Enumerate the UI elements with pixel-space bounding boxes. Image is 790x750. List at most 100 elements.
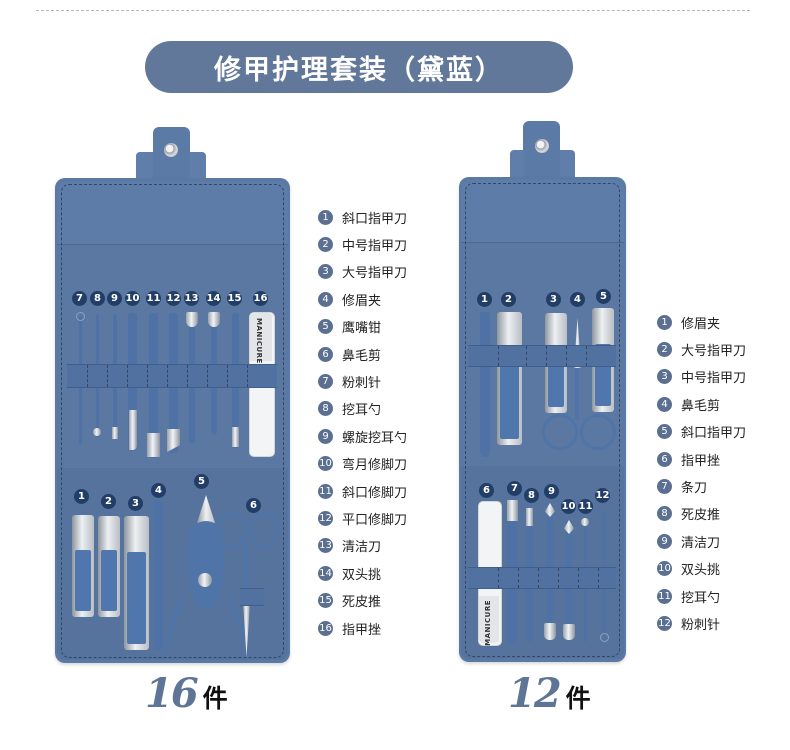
piece-count-number: 12 [508, 670, 562, 717]
large-nail-clipper [497, 312, 522, 445]
nose-hair-scissors-tool [542, 318, 616, 458]
double-head-pick-scoop [563, 624, 575, 640]
tool-number-badge: 6 [479, 483, 494, 498]
medium-nail-clipper [98, 516, 120, 617]
tool-number-badge: 11 [146, 291, 161, 306]
top-dashed-divider [36, 10, 750, 11]
tool-number-badge: 4 [151, 483, 166, 498]
page-title-banner: 修甲护理套装（黛蓝） [145, 41, 573, 93]
piece-count-unit: 件 [202, 684, 228, 713]
tool-number-badge: 5 [194, 474, 209, 489]
cleaning-knife-head [186, 312, 198, 327]
snap-button-icon [164, 143, 178, 157]
tool-number-badge: 12 [166, 291, 181, 306]
cleaning-knife-scoop [544, 623, 556, 640]
tweezers-tool [153, 500, 163, 650]
nose-hair-scissors-tool [218, 512, 282, 660]
tool-number-badge: 7 [72, 291, 87, 306]
nail-file-grey-bottom [479, 596, 499, 643]
tool-number-badge: 11 [578, 499, 593, 514]
tool-number-badge: 4 [570, 292, 585, 307]
case-top-flap [461, 180, 624, 243]
cuticle-pusher-tip [526, 508, 533, 526]
tool-number-badge: 2 [501, 292, 516, 307]
tool-holder-band [468, 567, 616, 589]
piece-count-16: 16 件 [145, 670, 228, 717]
tool-number-badge: 3 [128, 496, 143, 511]
bottom-tool-holder-strap [240, 588, 264, 606]
tool-number-badge: 14 [206, 291, 221, 306]
tool-number-badge: 10 [125, 291, 140, 306]
tool-number-badge: 13 [184, 291, 199, 306]
double-head-pick-head [208, 312, 220, 327]
tool-number-badge: 7 [507, 481, 522, 496]
tool-number-badge: 12 [595, 488, 610, 503]
tool-number-badge: 3 [546, 292, 561, 307]
acne-needle-loop-icon [600, 633, 609, 642]
snap-button-icon [535, 139, 549, 153]
piece-count-number: 16 [145, 670, 199, 717]
tool-number-badge: 1 [74, 489, 89, 504]
nail-file-grey-top [250, 313, 272, 361]
tweezers-tool [480, 312, 490, 457]
tool-number-badge: 8 [90, 291, 105, 306]
tool-number-badge: 2 [101, 494, 116, 509]
spiral-ear-pick-tip [112, 427, 118, 439]
large-nail-clipper [124, 516, 149, 650]
tool-holder-band [67, 364, 277, 388]
oblique-nail-clipper [72, 515, 94, 617]
acne-needle-loop-icon [76, 312, 85, 321]
case-top-flap [57, 182, 288, 245]
ear-pick-tip [93, 428, 101, 436]
tool-number-badge: 6 [246, 498, 261, 513]
page-title: 修甲护理套装（黛蓝） [214, 54, 504, 86]
tool-number-badge: 10 [561, 499, 576, 514]
oblique-knife-blade [147, 433, 160, 457]
cuticle-pusher-tip [232, 427, 239, 447]
straight-blade-head [507, 500, 518, 521]
tool-number-badge: 16 [253, 291, 268, 306]
tool-number-badge: 1 [477, 292, 492, 307]
piece-count-unit: 件 [565, 684, 591, 713]
double-head-pick-tip [564, 520, 574, 534]
nail-file-brand-label: MANICURE [255, 318, 263, 364]
tool-number-badge: 15 [227, 291, 242, 306]
piece-count-12: 12 件 [508, 670, 591, 717]
cleaning-knife-head [545, 503, 555, 517]
ear-pick-tip [581, 518, 589, 526]
nail-file-brand-label: MANICURE [484, 600, 492, 646]
tool-holder-band [468, 345, 616, 367]
crescent-knife-blade [129, 410, 137, 450]
tool-number-badge: 8 [524, 488, 539, 503]
tool-number-badge: 5 [596, 289, 611, 304]
tool-number-badge: 9 [544, 484, 559, 499]
